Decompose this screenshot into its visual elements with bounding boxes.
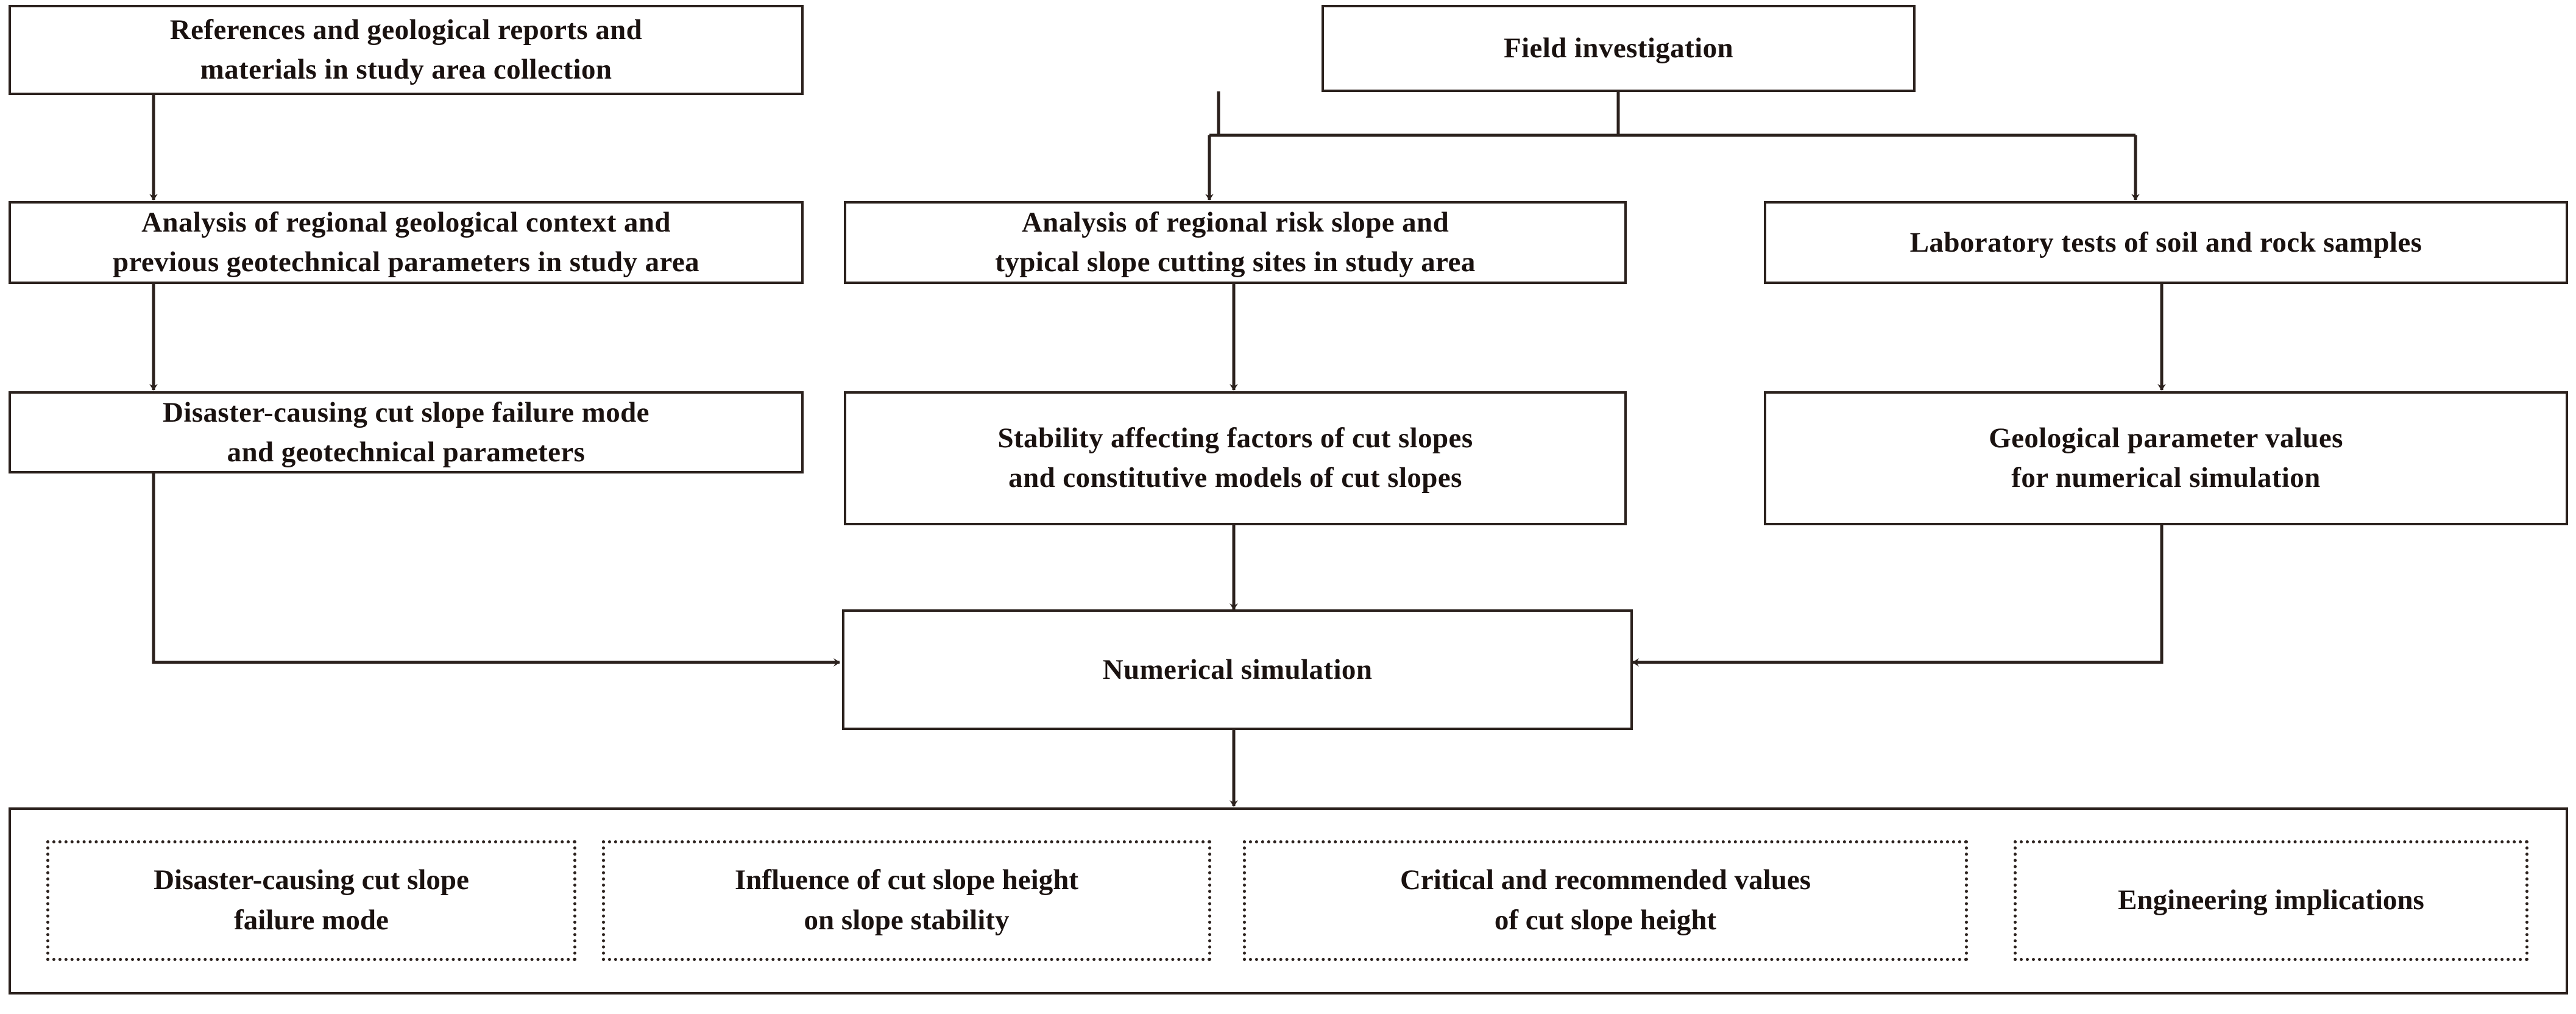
connector-field-stub (1205, 91, 2140, 200)
result-item-failure-mode[interactable]: Disaster-causing cut slope failure mode (46, 840, 576, 961)
node-laboratory-tests[interactable]: Laboratory tests of soil and rock sample… (1764, 201, 2568, 284)
connector-geoparams-to-simulation (1632, 524, 2164, 667)
result-item-critical-values-label: Critical and recommended values of cut s… (1399, 864, 1811, 936)
node-geological-parameter-values[interactable]: Geological parameter values for numerica… (1764, 391, 2568, 525)
node-numerical-simulation[interactable]: Numerical simulation (842, 609, 1633, 730)
node-failure-mode-parameters-label: Disaster-causing cut slope failure mode … (163, 396, 649, 468)
node-field-investigation[interactable]: Field investigation (1322, 5, 1916, 92)
node-geological-parameter-values-label: Geological parameter values for numerica… (1989, 422, 2343, 494)
node-regional-risk-slope-label: Analysis of regional risk slope and typi… (995, 207, 1476, 278)
result-item-failure-mode-label: Disaster-causing cut slope failure mode (154, 864, 469, 936)
result-item-height-influence-label: Influence of cut slope height on slope s… (735, 864, 1078, 936)
node-stability-factors-label: Stability affecting factors of cut slope… (997, 422, 1473, 494)
result-item-engineering-implications-label: Engineering implications (2118, 884, 2424, 916)
result-item-critical-values[interactable]: Critical and recommended values of cut s… (1243, 840, 1968, 961)
node-field-investigation-label: Field investigation (1503, 32, 1734, 65)
result-item-height-influence[interactable]: Influence of cut slope height on slope s… (602, 840, 1211, 961)
node-laboratory-tests-label: Laboratory tests of soil and rock sample… (1909, 226, 2422, 258)
node-regional-risk-slope[interactable]: Analysis of regional risk slope and typi… (844, 201, 1627, 284)
node-stability-factors[interactable]: Stability affecting factors of cut slope… (844, 391, 1627, 525)
node-regional-geological-context[interactable]: Analysis of regional geological context … (9, 201, 804, 284)
node-references-label: References and geological reports and ma… (169, 14, 643, 85)
node-failure-mode-parameters[interactable]: Disaster-causing cut slope failure mode … (9, 391, 804, 473)
node-references[interactable]: References and geological reports and ma… (9, 5, 804, 95)
result-item-engineering-implications[interactable]: Engineering implications (2014, 840, 2528, 961)
node-regional-geological-context-label: Analysis of regional geological context … (112, 207, 700, 278)
node-numerical-simulation-label: Numerical simulation (1102, 653, 1373, 686)
connector-failuremode-to-simulation (152, 472, 840, 667)
connector-field-branch (1217, 91, 1220, 137)
